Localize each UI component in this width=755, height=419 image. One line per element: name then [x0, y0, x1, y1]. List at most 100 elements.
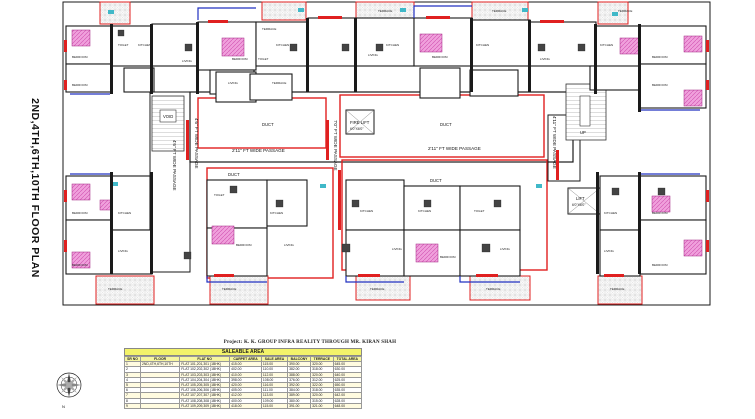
up-label: UP: [580, 130, 586, 135]
table-caption: SALEABLE AREA: [124, 348, 362, 356]
table-cell: FLAT 106,206,306 (1BHK): [179, 387, 231, 394]
void-label: VOID: [163, 114, 173, 119]
svg-text:KITCHEN: KITCHEN: [600, 43, 613, 47]
column-header: SALE AREA: [260, 355, 289, 363]
svg-text:BEDROOM: BEDROOM: [236, 243, 252, 247]
column-header: BALCONY: [287, 355, 312, 363]
beds: [71, 29, 703, 269]
table-cell: 384.00: [287, 387, 312, 394]
table-cell: 418.00: [229, 402, 262, 410]
table-cell: 648.00: [332, 402, 363, 410]
svg-text:TOILET: TOILET: [214, 193, 225, 197]
compass-north-label: N: [62, 404, 65, 409]
stair-right: [565, 83, 607, 141]
svg-text:BEDROOM: BEDROOM: [72, 55, 88, 59]
floor-plan-title-text: 2ND,4TH,6TH,10TH FLOOR PLAN: [29, 98, 41, 278]
svg-text:KITCHEN: KITCHEN: [604, 211, 617, 215]
svg-text:LIVING: LIVING: [540, 57, 551, 61]
duct-label: DUCT: [262, 122, 274, 127]
table-cell: 389.00: [287, 392, 312, 399]
windows: [64, 16, 709, 277]
svg-text:BEDROOM: BEDROOM: [652, 83, 668, 87]
table-cell: [139, 402, 181, 410]
svg-text:TERRACE: TERRACE: [262, 27, 276, 31]
table-cell: 376.00: [287, 376, 312, 384]
passage-label: 2'11" FT WIDE PASSAGE: [428, 146, 481, 151]
svg-text:KITCHEN: KITCHEN: [360, 209, 373, 213]
svg-text:BEDROOM: BEDROOM: [440, 255, 456, 259]
column-header: TERRACE: [310, 355, 334, 363]
column-header: TOTAL AREA: [332, 355, 363, 363]
blue-outlines: [70, 5, 700, 283]
table-cell: 390.00: [287, 361, 312, 368]
column-header: FLAT NO: [179, 355, 231, 363]
saleable-area-table: SALEABLE AREA SR NO FLOOR FLAT NO CARPET…: [124, 348, 363, 410]
svg-text:BEDROOM: BEDROOM: [232, 57, 248, 61]
lift-size: 6'0"X6'0": [572, 203, 586, 207]
table-cell: FLAT 107,207,307 (1BHK): [179, 392, 231, 399]
sinks: [108, 8, 618, 188]
passage-label: 4'6" FT WIDE PASSAGE: [172, 140, 177, 191]
core-labels: DUCT DUCT DUCT DUCT FIRE LIFT 6'0"X6'0" …: [163, 114, 586, 207]
table-cell: FLAT 109,209,309 (1BHK): [179, 402, 231, 410]
table-cell: 9: [124, 402, 141, 410]
table-cell: FLAT 103,203,303 (1BHK): [179, 371, 231, 378]
svg-text:BEDROOM: BEDROOM: [72, 211, 88, 215]
duct-label: DUCT: [228, 172, 240, 177]
svg-text:KITCHEN: KITCHEN: [118, 211, 131, 215]
svg-text:KITCHEN: KITCHEN: [386, 43, 399, 47]
svg-text:TERRACE: TERRACE: [486, 287, 500, 291]
svg-text:LIVING: LIVING: [368, 53, 379, 57]
passage-label: 7'0" FT WIDE PASSAGE: [333, 120, 338, 171]
table-cell: 382.00: [287, 366, 312, 373]
svg-text:KITCHEN: KITCHEN: [270, 211, 283, 215]
svg-text:TOILET: TOILET: [118, 43, 129, 47]
svg-text:TERRACE: TERRACE: [108, 287, 122, 291]
fire-lift-label: FIRE LIFT: [350, 120, 370, 125]
svg-text:BEDROOM: BEDROOM: [72, 263, 88, 267]
svg-text:BEDROOM: BEDROOM: [72, 83, 88, 87]
room-labels: BEDROOM BEDROOM KITCHEN LIVING TOILET TE…: [72, 9, 668, 291]
svg-text:LIVING: LIVING: [284, 243, 295, 247]
svg-text:LIVING: LIVING: [392, 247, 403, 251]
floor-plan-title: 2ND,4TH,6TH,10TH FLOOR PLAN: [29, 98, 41, 278]
svg-text:LIVING: LIVING: [228, 81, 239, 85]
fire-lift-size: 6'0"X6'0": [350, 127, 364, 131]
passage-labels: 2'11" FT WIDE PASSAGE 2'11" FT WIDE PASS…: [172, 116, 557, 191]
svg-text:BEDROOM: BEDROOM: [652, 211, 668, 215]
svg-text:TERRACE: TERRACE: [370, 287, 384, 291]
svg-text:TOILET: TOILET: [258, 57, 269, 61]
passage-label: 4'6" FT WIDE PASSAGE: [194, 118, 199, 169]
svg-text:TERRACE: TERRACE: [618, 9, 632, 13]
svg-text:KITCHEN: KITCHEN: [476, 43, 489, 47]
passage-label: 2'11" FT WIDE PASSAGE: [232, 148, 285, 153]
table-cell: FLAT 108,208,308 (1BHK): [179, 397, 231, 404]
svg-text:BEDROOM: BEDROOM: [652, 263, 668, 267]
svg-text:TERRACE: TERRACE: [272, 81, 286, 85]
table-cell: FLAT 105,205,305 (1BHK): [179, 381, 231, 389]
table-cell: 2ND,4TH,6TH,10TH: [139, 361, 181, 368]
column-header: FLOOR: [139, 355, 181, 363]
column-header: CARPET AREA: [229, 355, 262, 363]
duct-label: DUCT: [440, 122, 452, 127]
fire-lift-core: [345, 109, 375, 135]
terraces: [95, 1, 643, 305]
table-cell: 321.00: [310, 402, 334, 410]
lift-core: [567, 187, 601, 215]
structural-columns: [110, 18, 641, 274]
table-cell: FLAT 101,201,301 (1BHK): [179, 361, 231, 368]
duct-label: DUCT: [430, 178, 442, 183]
svg-text:KITCHEN: KITCHEN: [418, 209, 431, 213]
svg-text:KITCHEN: KITCHEN: [276, 43, 289, 47]
svg-text:BEDROOM: BEDROOM: [652, 55, 668, 59]
table-cell: 115.00: [260, 402, 289, 410]
table-cell: 391.00: [287, 402, 312, 410]
